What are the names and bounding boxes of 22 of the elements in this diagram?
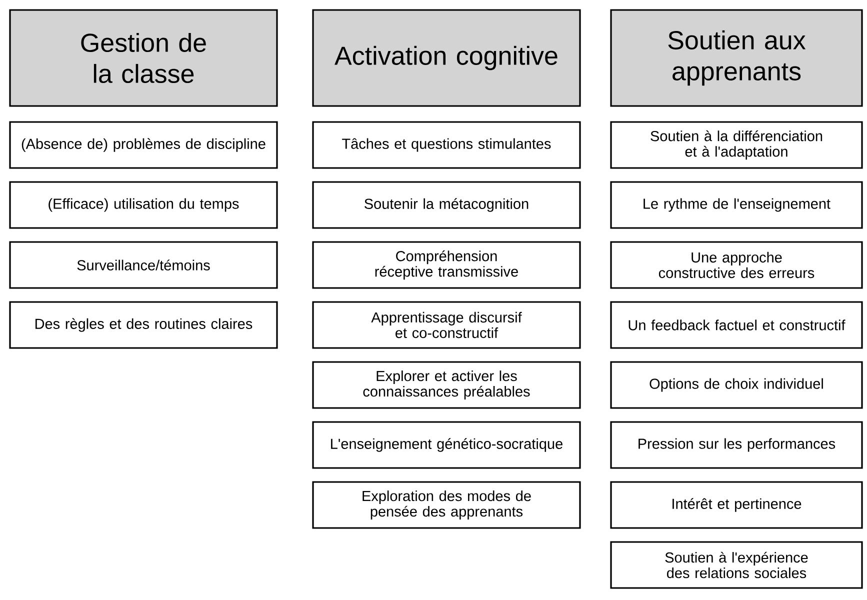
item-box: Compréhension réceptive transmissive (312, 241, 581, 289)
item-box: Exploration des modes de pensée des apprenants (312, 481, 581, 529)
item-box: Intérêt et pertinence (610, 481, 863, 529)
item-box: Apprentissage discursif et co-constructif (312, 301, 581, 349)
item-box: Tâches et questions stimulantes (312, 121, 581, 169)
item-box: Un feedback factuel et constructif (610, 301, 863, 349)
item-box: (Absence de) problèmes de discipline (9, 121, 278, 169)
item-box: Soutien à la différenciation et à l'adaptation (610, 121, 863, 169)
item-box: Surveillance/témoins (9, 241, 278, 289)
header-box: Gestion de la classe (9, 9, 278, 107)
header-box: Activation cognitive (312, 9, 581, 107)
item-box: Une approche constructive des erreurs (610, 241, 863, 289)
item-box: Options de choix individuel (610, 361, 863, 409)
item-box: Pression sur les performances (610, 421, 863, 469)
item-box: Des règles et des routines claires (9, 301, 278, 349)
item-box: Le rythme de l'enseignement (610, 181, 863, 229)
item-box: Explorer et activer les connaissances préalables (312, 361, 581, 409)
item-box: L'enseignement génético-socratique (312, 421, 581, 469)
header-box: Soutien aux apprenants (610, 9, 863, 107)
item-box: Soutenir la métacognition (312, 181, 581, 229)
item-box: (Efficace) utilisation du temps (9, 181, 278, 229)
item-box: Soutien à l'expérience des relations sociales (610, 541, 863, 589)
